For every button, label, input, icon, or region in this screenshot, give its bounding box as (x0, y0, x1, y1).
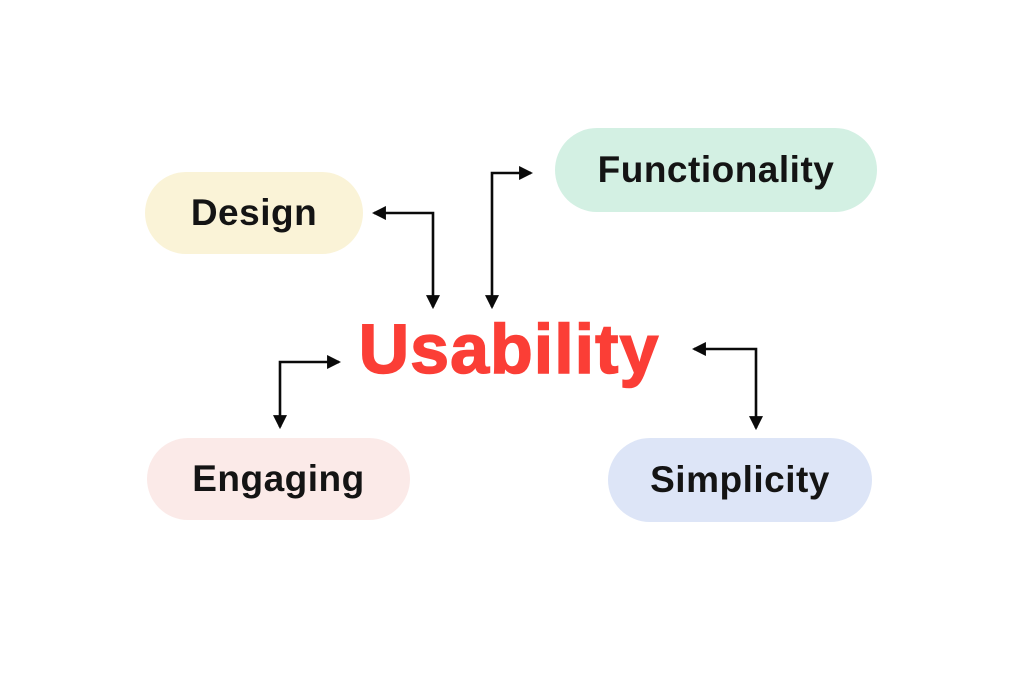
node-engaging-label: Engaging (192, 458, 365, 499)
arrow-usability-functionality (484, 165, 534, 310)
arrow-usability-simplicity (691, 341, 764, 431)
arrow-usability-engaging (272, 354, 342, 430)
node-simplicity: Simplicity (608, 438, 872, 522)
node-simplicity-label: Simplicity (650, 459, 830, 500)
arrow-usability-design (371, 205, 441, 310)
node-functionality-label: Functionality (597, 149, 835, 190)
node-functionality: Functionality (555, 128, 877, 212)
node-design-label: Design (190, 192, 318, 233)
center-title: Usability (358, 309, 660, 389)
node-engaging: Engaging (147, 438, 410, 520)
node-design: Design (145, 172, 363, 254)
